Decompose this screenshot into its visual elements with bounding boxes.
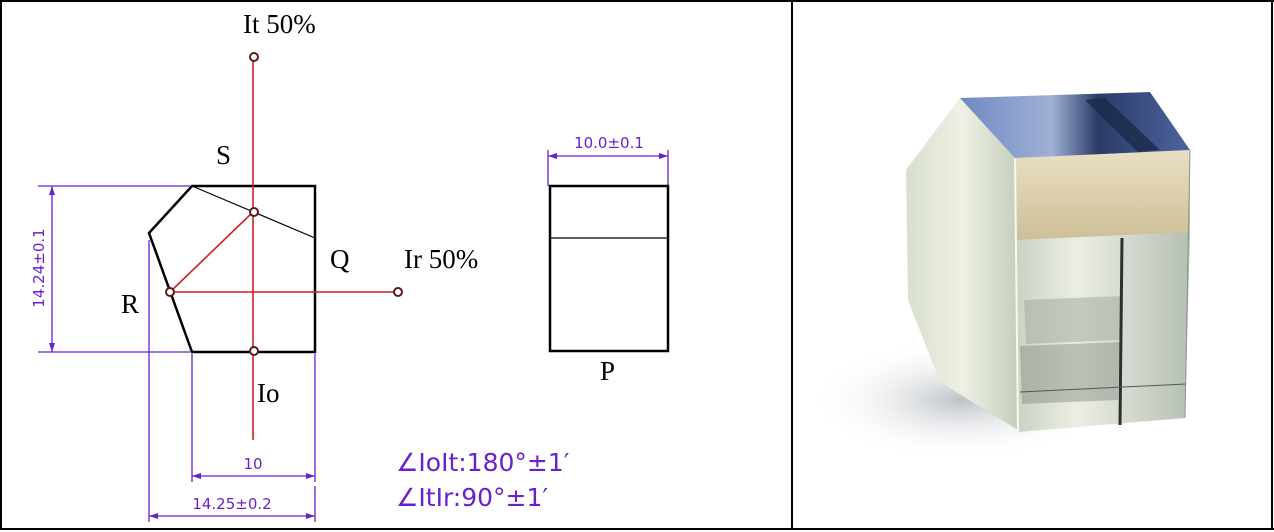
node-it (249, 52, 259, 62)
table-border-left (0, 0, 2, 530)
label-ir: Ir 50% (404, 244, 478, 274)
dim-side-width-text: 10.0±0.1 (574, 134, 644, 152)
side-view-outline (548, 184, 670, 353)
label-side-p: P (600, 356, 615, 386)
node-s (249, 207, 259, 217)
label-face-q: Q (330, 244, 350, 274)
dimension-lines (38, 150, 669, 522)
label-face-r: R (121, 289, 139, 319)
angle-spec-1: ∠IoIt:180°±1′ (396, 448, 570, 477)
pentaprism-outline (147, 184, 317, 354)
table-divider (791, 0, 793, 530)
node-io (249, 346, 259, 356)
beam-nodes (165, 52, 403, 356)
label-io: Io (257, 378, 280, 408)
table-border-right (1271, 0, 1273, 530)
label-it: It 50% (243, 9, 316, 39)
table-border-bottom (0, 528, 1274, 530)
node-ir (393, 287, 403, 297)
table-border-top (0, 0, 1274, 2)
dimension-arrows (49, 153, 668, 519)
dim-inner-width-text: 10 (243, 455, 262, 473)
label-face-s: S (216, 140, 231, 170)
node-r (165, 287, 175, 297)
dim-height-text: 14.24±0.1 (30, 228, 48, 307)
dim-total-width-text: 14.25±0.2 (192, 495, 271, 513)
beam-paths (169, 57, 398, 440)
angle-spec-2: ∠ItIr:90°±1′ (396, 483, 548, 512)
pentaprism-photo (810, 92, 1191, 460)
